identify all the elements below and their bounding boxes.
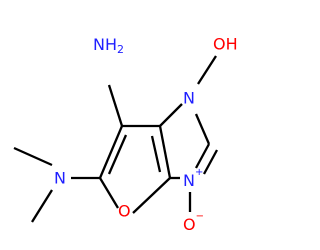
- atom-labels: NH2 N OH N N+ O O−: [54, 35, 238, 234]
- bond-c6-nh2: [107, 84, 124, 127]
- oxide-o-label: O−: [183, 211, 204, 234]
- bond-methyl-upper: [13, 146, 53, 167]
- bond-c5-o: [99, 177, 119, 209]
- molecule-structure: NH2 N OH N N+ O O−: [13, 35, 238, 234]
- bond-c2-n3: [194, 143, 211, 169]
- bond-n1-c2: [194, 113, 211, 145]
- bonds: [13, 55, 219, 223]
- furan-o-label: O: [118, 202, 131, 221]
- ring-n1-label: N: [183, 89, 195, 108]
- bond-n1-oh: [197, 55, 217, 85]
- bond-c3a-c7a-inner: [150, 135, 162, 173]
- bond-methyl-lower: [31, 189, 53, 223]
- bond-c5-c6-inner: [107, 134, 128, 175]
- dimethylamine-n-label: N: [54, 169, 66, 188]
- bond-c2-n3-inner: [202, 149, 219, 175]
- bond-c3a-c7a: [158, 125, 172, 179]
- hydroxyl-label: OH: [213, 35, 238, 54]
- ring-n3-label: N+: [183, 167, 203, 190]
- bond-c5-c6: [98, 125, 124, 179]
- amine-label: NH2: [93, 35, 124, 56]
- bond-o-c7a: [132, 177, 171, 214]
- bond-c3a-n1: [159, 103, 183, 127]
